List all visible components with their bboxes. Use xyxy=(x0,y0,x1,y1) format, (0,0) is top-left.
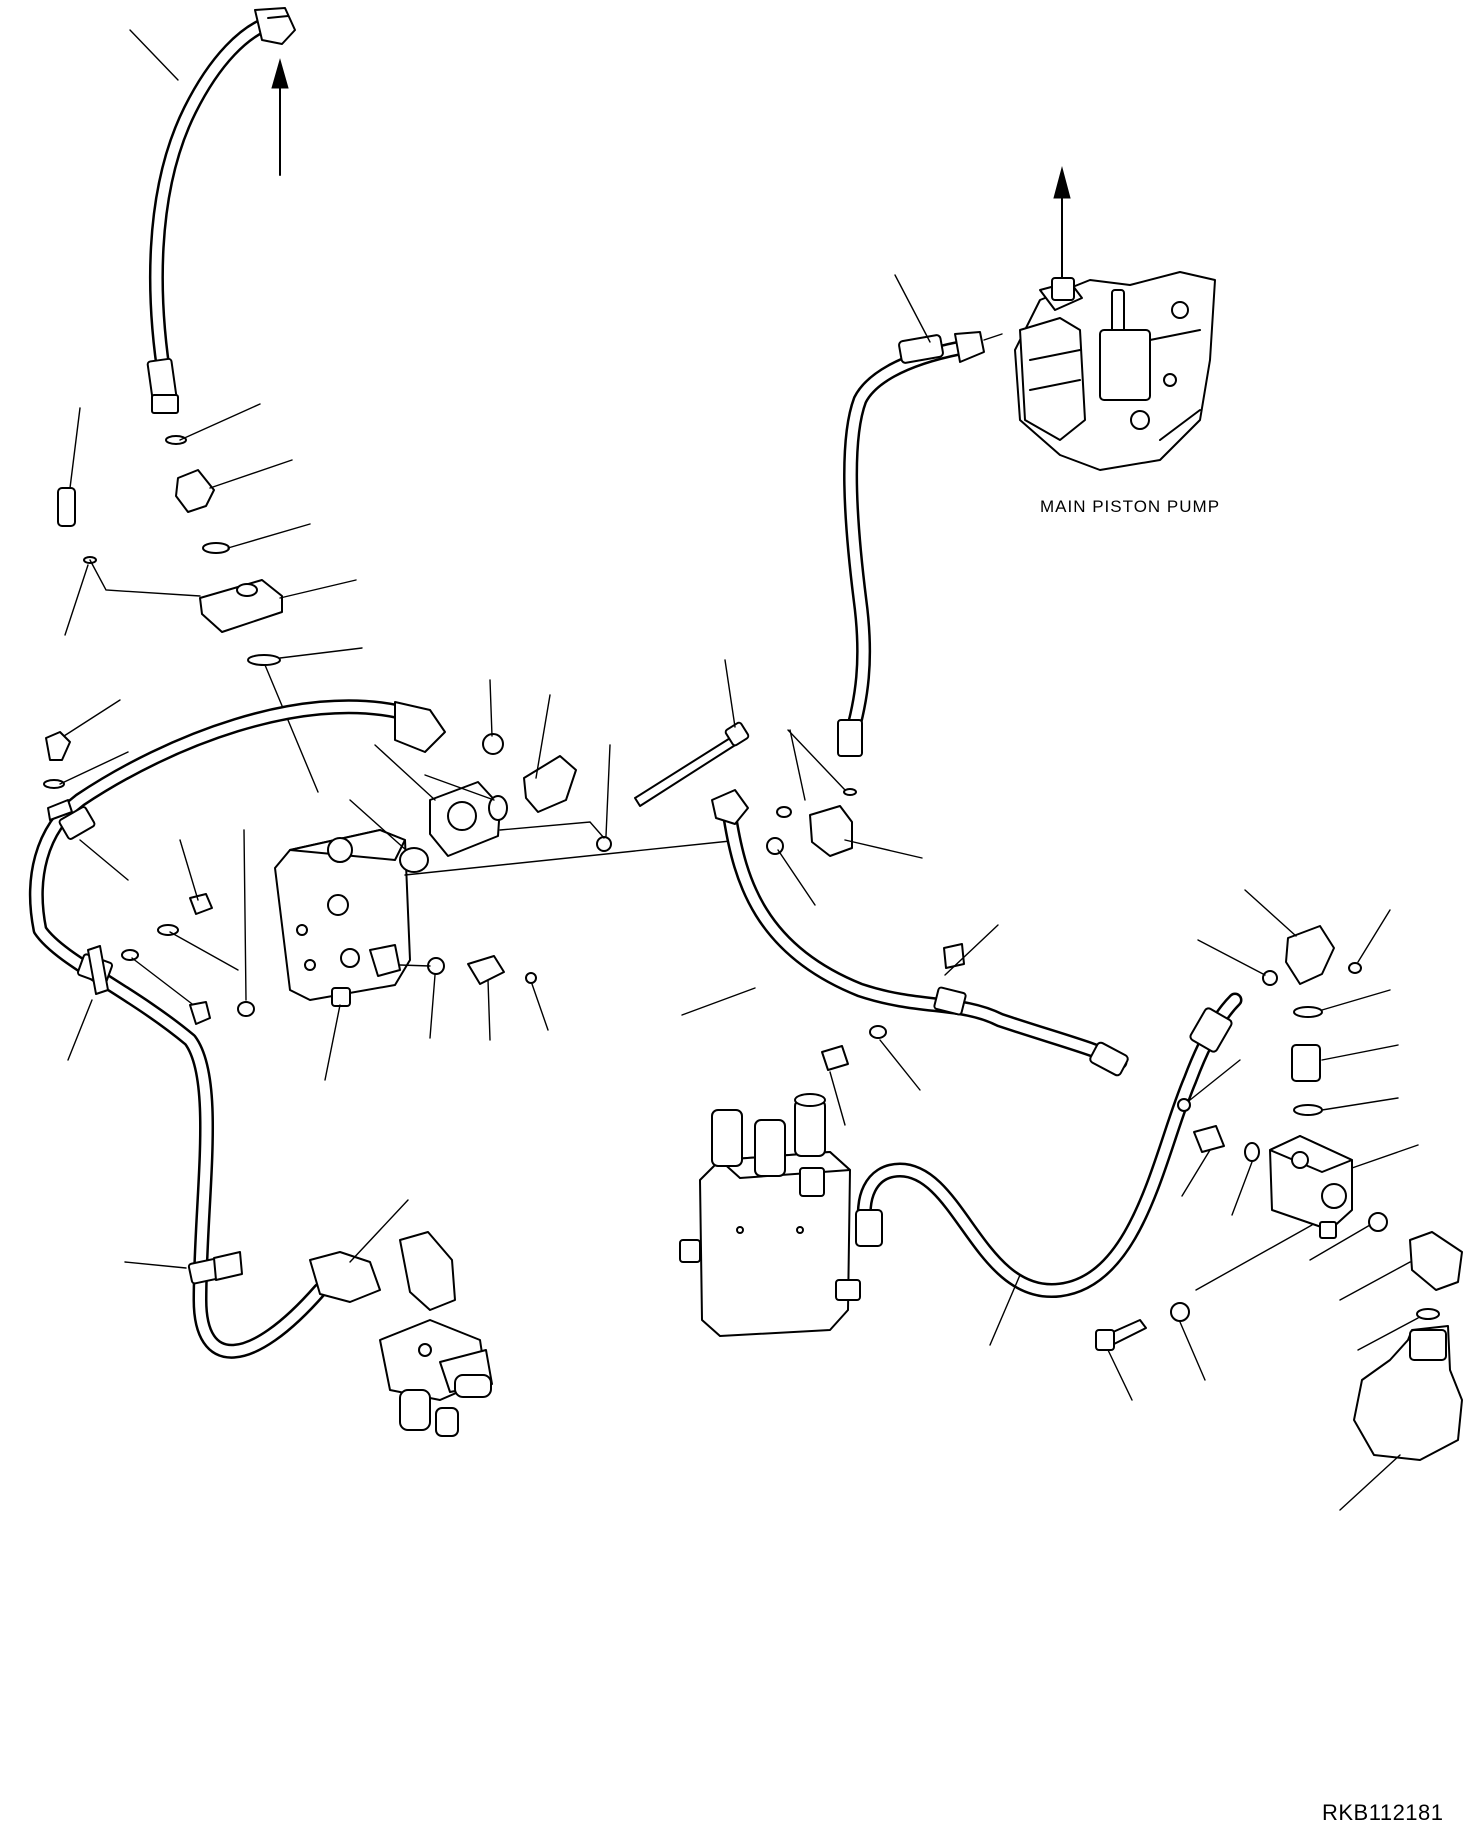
center-right-fittings xyxy=(189,733,612,1025)
right-bolt-washer xyxy=(1095,1302,1190,1351)
up-arrow-top-left xyxy=(271,58,289,176)
left-hose-clamps xyxy=(47,799,243,1281)
leader-lines-right-stack xyxy=(1107,889,1419,1401)
center-flange xyxy=(399,781,508,873)
accumulator xyxy=(1339,1325,1463,1511)
solenoid-manifold xyxy=(679,1093,861,1337)
main-piston-pump xyxy=(1014,271,1216,471)
lower-center-hose xyxy=(855,992,1243,1346)
bottom-left-valve xyxy=(379,1231,493,1437)
right-block xyxy=(1269,1135,1353,1239)
leader-lines-pump-area xyxy=(777,274,1003,906)
leader-lines-center-right xyxy=(681,924,999,1126)
center-right-hose xyxy=(711,789,1129,1077)
long-bolt xyxy=(634,659,750,807)
leader-lines-left-column xyxy=(64,29,363,793)
right-elbow-lower xyxy=(1368,1212,1463,1320)
right-elbow-fitting xyxy=(766,805,853,857)
drawing-code-label: RKB112181 xyxy=(1322,1800,1444,1825)
leader-lines-center xyxy=(179,679,741,1081)
left-small-fittings xyxy=(43,731,213,961)
right-upper-hose xyxy=(837,331,985,796)
up-arrow-pump xyxy=(1053,166,1071,286)
top-left-hose xyxy=(146,7,296,414)
pump-label: MAIN PISTON PUMP xyxy=(1040,497,1220,516)
left-fitting-stack xyxy=(57,435,283,666)
leader-lines-left-hose xyxy=(59,699,409,1269)
center-valve-block xyxy=(274,829,411,1007)
